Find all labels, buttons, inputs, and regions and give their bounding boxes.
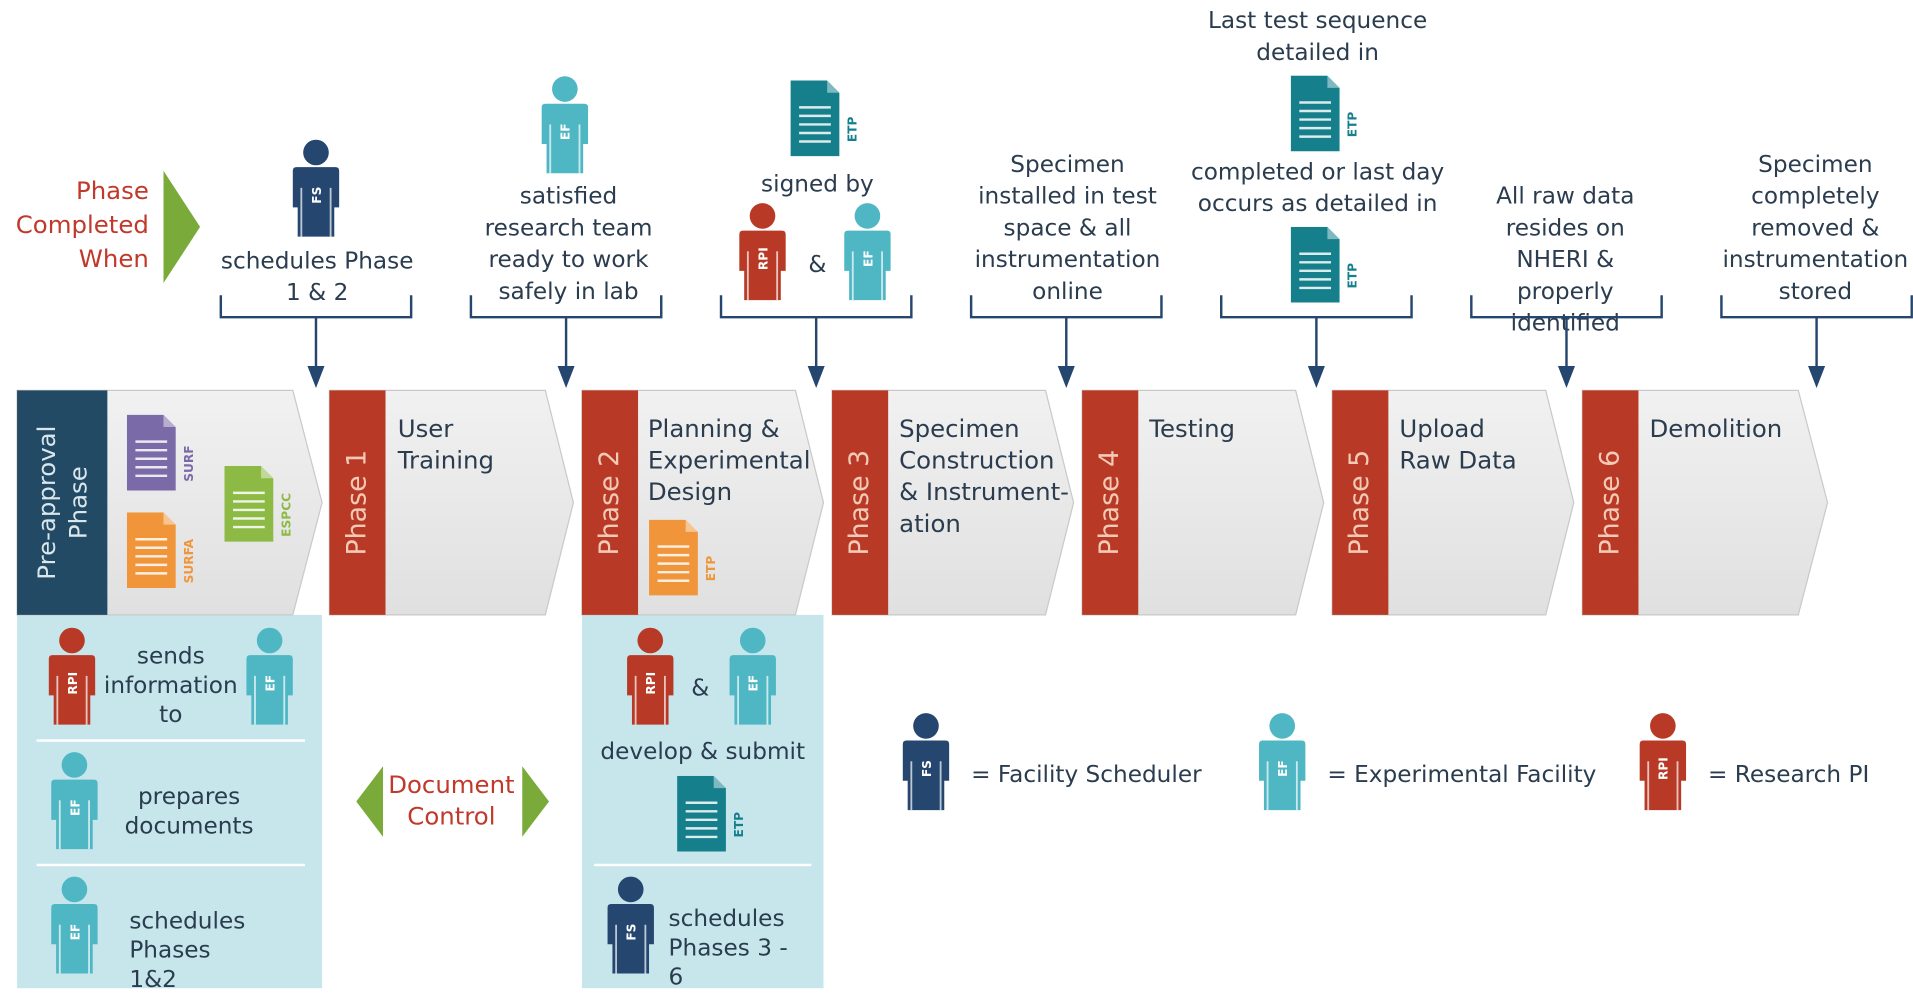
legend-facility-scheduler-icon: FS xyxy=(895,712,956,817)
legend-experimental-facility-text: = Experimental Facility xyxy=(1327,761,1597,789)
phase-completed-when-text: Phase Completed When xyxy=(15,175,149,274)
condition-phase-6: All raw data resides on NHERI & properly… xyxy=(1496,183,1635,337)
green-arrow-left-icon xyxy=(356,766,384,837)
experimental-facility-icon: EF xyxy=(837,203,898,308)
experimental-facility-icon: EF xyxy=(534,76,595,181)
document-icon: ETP xyxy=(790,80,867,166)
role-badge: RPI xyxy=(1657,757,1671,780)
divider xyxy=(36,739,305,742)
divider xyxy=(594,863,812,867)
condition-brackets xyxy=(219,295,1913,388)
condition-phase-3-signed: signed by xyxy=(761,170,874,198)
document-label: ETP xyxy=(704,556,718,582)
schedules-phases-1-2-text: schedules Phases 1&2 xyxy=(129,907,246,994)
pre-approval-phase-bar: Pre-approval Phase xyxy=(17,390,108,615)
role-badge: FS xyxy=(310,187,324,204)
role-badge: RPI xyxy=(756,247,770,270)
research-pi-icon: RPI xyxy=(620,627,681,732)
condition-phase-7: Specimen completely removed & instrument… xyxy=(1722,151,1909,305)
research-pi-icon: RPI xyxy=(41,627,102,732)
condition-phase-2: satisfied research team ready to work sa… xyxy=(484,183,653,305)
phase-4-bar: Phase 4 xyxy=(1082,390,1139,615)
document-label: ETP xyxy=(845,116,859,142)
legend-research-pi-icon: RPI xyxy=(1632,712,1693,817)
schedules-phases-3-6-text: schedules Phases 3 - 6 xyxy=(668,905,788,991)
document-label: ETP xyxy=(1346,263,1360,289)
condition-phase-3-amp: & xyxy=(808,251,827,279)
research-pi-icon: RPI xyxy=(732,203,793,308)
role-badge: FS xyxy=(920,760,934,777)
role-badge: EF xyxy=(747,675,761,692)
role-badge: EF xyxy=(264,675,278,692)
condition-phase-5-bottom: completed or last day occurs as detailed… xyxy=(1190,158,1445,218)
document-label: SURF xyxy=(182,445,196,481)
experimental-facility-icon: EF xyxy=(44,752,105,857)
document-control-label: Document Control xyxy=(388,769,515,831)
document-icon: SURFA xyxy=(126,512,203,597)
pre-approval-phase-label: Pre-approval Phase xyxy=(31,425,93,580)
document-icon: SURF xyxy=(126,414,203,500)
document-icon: ETP xyxy=(649,519,725,605)
phase-3-title: Specimen Construction & Instrument- atio… xyxy=(899,413,1069,539)
experimental-facility-icon: EF xyxy=(239,627,300,732)
experimental-facility-icon: EF xyxy=(722,627,783,732)
phase-5-bar: Phase 5 xyxy=(1332,390,1389,615)
condition-phase-1: schedules Phase 1 & 2 xyxy=(220,247,414,307)
role-badge: EF xyxy=(1276,760,1290,777)
green-arrow-right-icon xyxy=(522,766,549,837)
document-label: SURFA xyxy=(182,538,196,583)
amp-text: & xyxy=(691,674,710,702)
phase-3-label: Phase 3 xyxy=(844,449,876,556)
prepares-documents-text: prepares documents xyxy=(124,783,254,840)
document-icon: ETP xyxy=(1290,226,1367,312)
condition-phase-4: Specimen installed in test space & all i… xyxy=(974,151,1161,305)
document-label: ESPCC xyxy=(279,493,293,537)
phase-5-label: Phase 5 xyxy=(1345,449,1376,556)
document-label: ETP xyxy=(1346,112,1360,138)
role-badge: FS xyxy=(625,924,639,941)
sends-information-text: sends information to xyxy=(103,642,238,729)
role-badge: RPI xyxy=(66,672,80,695)
phase-6-label: Phase 6 xyxy=(1595,449,1626,556)
legend-facility-scheduler-text: = Facility Scheduler xyxy=(971,761,1202,789)
role-badge: EF xyxy=(68,799,82,816)
role-badge: RPI xyxy=(644,672,658,695)
role-badge: EF xyxy=(861,250,875,267)
phase-6-title: Demolition xyxy=(1649,413,1783,443)
legend-experimental-facility-icon: EF xyxy=(1252,712,1313,817)
role-badge: EF xyxy=(559,123,573,140)
phase-4-title: Testing xyxy=(1149,413,1236,443)
develop-submit-text: develop & submit xyxy=(600,738,806,765)
facility-scheduler-icon: FS xyxy=(600,876,661,981)
document-icon: ETP xyxy=(1290,75,1367,161)
experimental-facility-icon: EF xyxy=(44,876,105,981)
phase-6-bar: Phase 6 xyxy=(1582,390,1639,615)
legend-research-pi-text: = Research PI xyxy=(1708,761,1870,789)
document-label: ETP xyxy=(732,812,746,838)
phase-2-label: Phase 2 xyxy=(594,449,626,556)
facility-scheduler-icon: FS xyxy=(285,139,346,244)
document-icon: ESPCC xyxy=(224,466,300,551)
document-icon: ETP xyxy=(677,775,753,861)
phase-5-title: Upload Raw Data xyxy=(1399,413,1517,475)
phase-2-bar: Phase 2 xyxy=(581,390,639,615)
phase-completed-when-label: Phase Completed When xyxy=(0,173,149,275)
condition-phase-5-top: Last test sequence detailed in xyxy=(1207,7,1428,66)
role-badge: EF xyxy=(68,924,82,941)
phase-3-bar: Phase 3 xyxy=(832,390,889,615)
phase-4-label: Phase 4 xyxy=(1094,449,1126,556)
phase-1-title: User Training xyxy=(397,413,495,475)
green-arrow-right-icon xyxy=(163,170,201,284)
divider xyxy=(36,863,305,867)
phase-1-bar: Phase 1 xyxy=(329,390,386,615)
phase-1-label: Phase 1 xyxy=(342,449,373,556)
phase-2-title: Planning & Experimental Design xyxy=(647,413,811,507)
